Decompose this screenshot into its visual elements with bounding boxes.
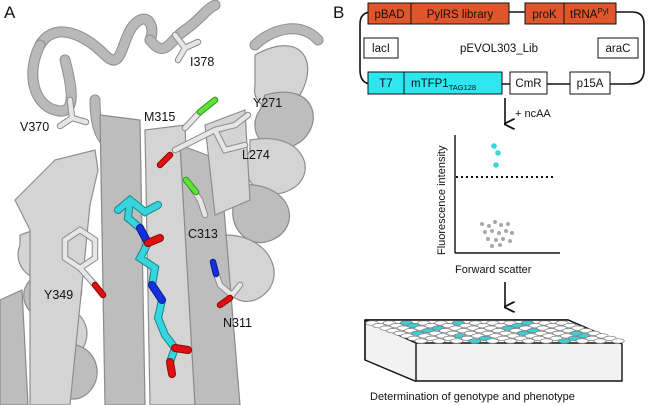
facs-point xyxy=(491,143,497,149)
plasmid-map: pBAD PylRS library proK tRNAPyl lacI pEV… xyxy=(359,2,645,95)
facs-point xyxy=(497,231,501,235)
panel-b-letter: B xyxy=(333,3,344,22)
label-y271: Y271 xyxy=(253,96,282,110)
facs-point xyxy=(506,222,510,226)
facs-plot: Fluorescence intensity Forward scatter xyxy=(436,135,560,276)
label-v370: V370 xyxy=(20,120,49,134)
facs-x-label: Forward scatter xyxy=(455,264,532,276)
facs-low-population xyxy=(480,220,514,248)
facs-point xyxy=(501,237,505,241)
plate-well xyxy=(539,338,554,344)
laci-box xyxy=(363,37,399,59)
cmr-label: CmR xyxy=(515,78,541,90)
plate-well xyxy=(593,338,607,344)
facs-point xyxy=(490,244,494,248)
panel-b: B pBAD PylRS library proK tRNAPyl lacI p… xyxy=(333,2,645,403)
facs-point xyxy=(494,238,498,242)
label-l274: L274 xyxy=(242,148,270,162)
trna-label: tRNAPyl xyxy=(570,7,609,21)
plate-well xyxy=(557,338,571,344)
facs-point xyxy=(487,224,491,228)
prok-label: proK xyxy=(532,9,557,21)
facs-point xyxy=(510,231,514,235)
t7-label: T7 xyxy=(379,78,392,90)
label-c313: C313 xyxy=(188,227,218,241)
facs-point xyxy=(495,150,501,156)
protein-ribbon xyxy=(0,0,324,405)
facs-point xyxy=(483,230,487,234)
facs-point xyxy=(490,229,494,233)
panel-a: A I378 V370 M315 Y271 L274 C313 Y349 N31… xyxy=(0,0,324,405)
facs-point xyxy=(480,222,484,226)
arac-label: araC xyxy=(606,43,631,55)
microplate xyxy=(364,319,625,382)
panel-a-letter: A xyxy=(4,3,16,22)
pylrs-library-box xyxy=(410,2,510,25)
facs-point xyxy=(504,229,508,233)
plate-well xyxy=(521,338,536,344)
plate-well xyxy=(432,338,446,344)
plate-well xyxy=(503,338,518,344)
ligand xyxy=(114,194,192,378)
p15a-box xyxy=(569,71,611,95)
facs-point xyxy=(493,162,499,168)
pbad-label: pBAD xyxy=(374,9,404,21)
step-ncaa: + ncAA xyxy=(515,108,551,120)
label-m315: M315 xyxy=(144,110,175,124)
label-i378: I378 xyxy=(190,55,214,69)
plate-wells xyxy=(365,320,625,344)
facs-point xyxy=(493,220,497,224)
p15a-label: p15A xyxy=(577,78,604,90)
plate-well xyxy=(575,338,589,344)
facs-point xyxy=(498,243,502,247)
laci-label: lacI xyxy=(372,43,390,55)
plate-well xyxy=(611,338,625,344)
plate-well xyxy=(485,338,500,344)
plate-well xyxy=(414,338,428,344)
mtfp1-box xyxy=(403,71,503,95)
facs-high-population xyxy=(491,143,501,168)
plate-well xyxy=(450,338,464,344)
facs-point xyxy=(508,239,512,243)
facs-y-label: Fluorescence intensity xyxy=(436,145,448,255)
label-y349: Y349 xyxy=(44,288,73,302)
arac-box xyxy=(597,37,639,59)
side-chains xyxy=(56,31,252,309)
plate-well xyxy=(468,338,482,344)
cmr-box xyxy=(509,71,548,95)
pylrs-library-label: PylRS library xyxy=(427,9,494,21)
plasmid-name: pEVOL303_Lib xyxy=(460,43,538,55)
facs-point xyxy=(499,223,503,227)
facs-point xyxy=(486,237,490,241)
mtfp1-label: mTFP1TAG128 xyxy=(411,78,476,92)
trna-box xyxy=(563,2,617,25)
caption: Determination of genotype and phenotype xyxy=(370,391,575,403)
label-n311: N311 xyxy=(223,316,252,330)
